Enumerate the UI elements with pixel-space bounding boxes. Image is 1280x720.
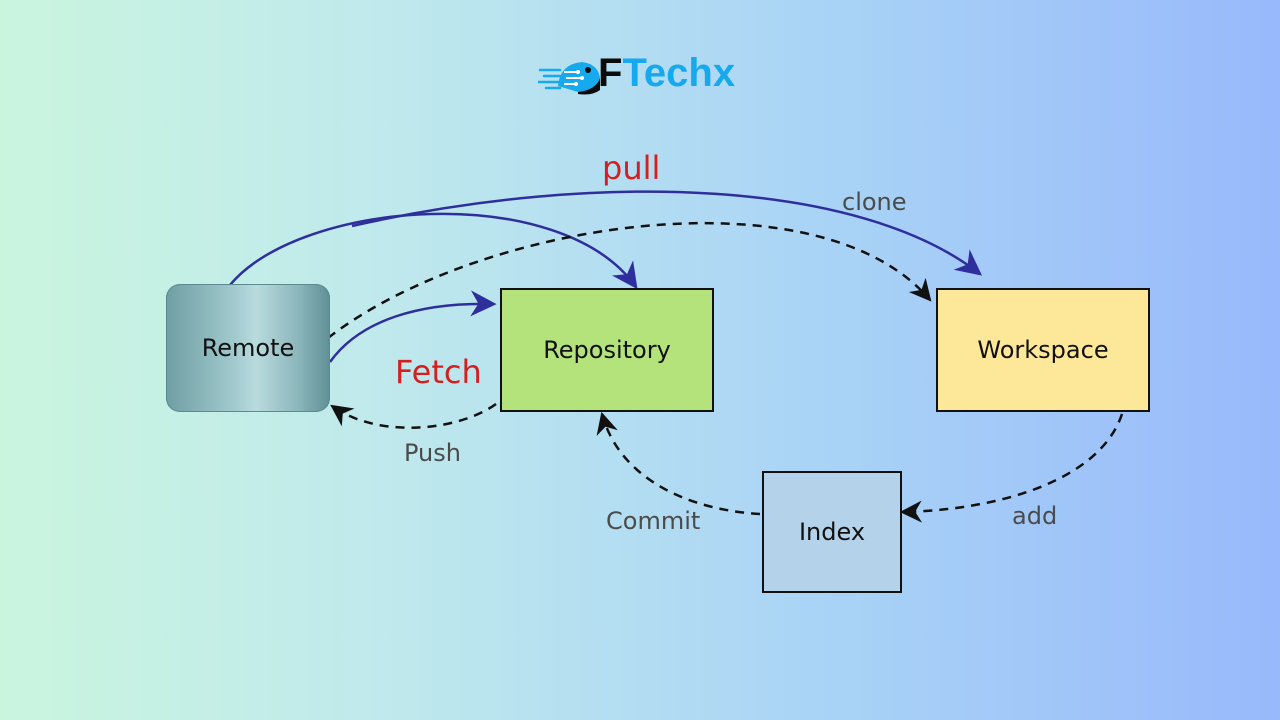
logo-circuit-icon <box>538 62 600 95</box>
node-repository-label: Repository <box>543 336 671 364</box>
node-workspace: Workspace <box>936 288 1150 412</box>
edge-label-commit: Commit <box>606 507 701 535</box>
node-index-label: Index <box>798 518 866 546</box>
logo-wordmark: FTechx <box>598 50 735 96</box>
arrow-push <box>330 402 497 429</box>
logo-letter: F <box>598 51 623 95</box>
arrow-fetch <box>328 290 497 363</box>
edge-label-fetch: Fetch <box>395 353 482 391</box>
arrow-add <box>899 413 1124 523</box>
arrow-pull <box>229 212 638 290</box>
logo-name: Techx <box>622 51 736 95</box>
node-index: Index <box>762 471 902 593</box>
node-repository: Repository <box>500 288 714 412</box>
edge-label-pull: pull <box>602 149 661 187</box>
arrow-remote-to-workspace <box>327 221 932 339</box>
node-workspace-label: Workspace <box>977 336 1109 364</box>
edge-label-clone: clone <box>842 188 907 216</box>
node-remote-label: Remote <box>201 334 295 362</box>
arrow-commit <box>596 411 761 516</box>
edge-label-add: add <box>1012 502 1058 530</box>
arrow-clone <box>351 190 983 276</box>
brand-logo: FTechx <box>538 50 758 98</box>
edge-label-push: Push <box>404 439 461 467</box>
node-remote: Remote <box>166 284 330 412</box>
